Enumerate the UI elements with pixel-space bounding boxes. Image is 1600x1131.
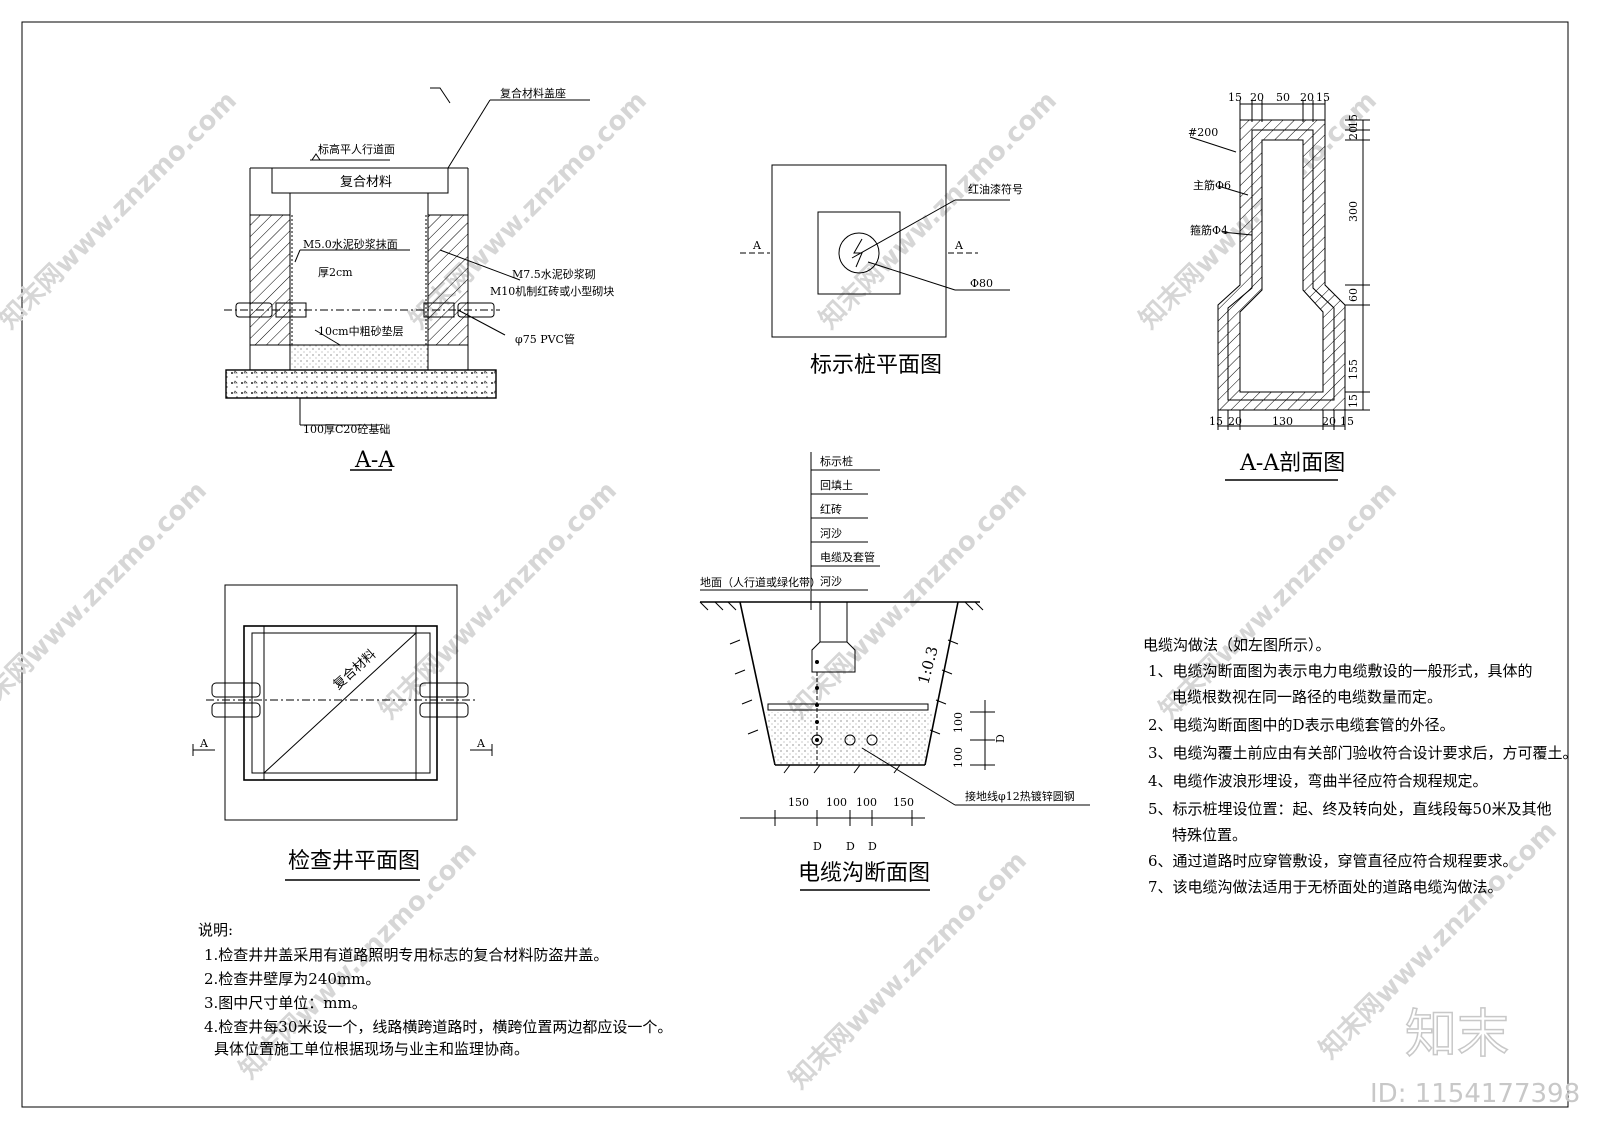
pile-section-title: A-A剖面图 bbox=[1239, 451, 1345, 476]
label-plaster: M5.0水泥砂浆抹面 bbox=[303, 237, 398, 251]
layer-label: 标示桩 bbox=[820, 454, 853, 468]
note-line: 6、通过道路时应穿管敷设，穿管直径应符合规程要求。 bbox=[1148, 852, 1518, 870]
note-line: 具体位置施工单位根据现场与业主和监理协商。 bbox=[214, 1040, 529, 1058]
label-diameter: Φ80 bbox=[970, 277, 993, 290]
pile-right-dim: 300 bbox=[1347, 201, 1360, 222]
label-cover-seat: 复合材料盖座 bbox=[500, 86, 566, 100]
watermark-text: 知末网www.znzmo.com bbox=[0, 86, 243, 335]
pile-top-dim: 20 bbox=[1250, 91, 1264, 104]
pile-bottom-dim: 20 bbox=[1228, 415, 1242, 428]
note-line: 4、电缆作波浪形埋设，弯曲半径应符合规程规定。 bbox=[1148, 772, 1488, 790]
trench-width-dim: 100 bbox=[826, 796, 847, 809]
label-mortar: M7.5水泥砂浆砌 bbox=[512, 267, 596, 281]
label-concrete-grade: #200 bbox=[1188, 126, 1218, 139]
trench-depth-dim: 100 bbox=[952, 747, 965, 768]
pile-right-dim: 15 bbox=[1347, 114, 1360, 128]
trench-width-dim: 100 bbox=[856, 796, 877, 809]
label-grade: 标高平人行道面 bbox=[318, 142, 395, 156]
layer-label: 红砖 bbox=[820, 502, 842, 516]
notes-bottom-heading: 说明: bbox=[198, 921, 233, 939]
pile-bottom-dim: 15 bbox=[1340, 415, 1354, 428]
note-line: 电缆根数视在同一路径的电缆数量而定。 bbox=[1172, 688, 1442, 706]
pile-top-dim: 50 bbox=[1276, 91, 1290, 104]
note-line: 1、电缆沟断面图为表示电力电缆敷设的一般形式，具体的 bbox=[1148, 662, 1533, 680]
cut-mark-right: A bbox=[954, 239, 964, 252]
label-brick: M10机制红砖或小型砌块 bbox=[490, 284, 614, 298]
well-plan-drawing bbox=[192, 584, 493, 881]
layer-label: 河沙 bbox=[820, 527, 842, 540]
label-cover: 复合材料 bbox=[340, 175, 392, 190]
layer-label: 电缆及套管 bbox=[820, 550, 875, 564]
section-aa-drawing bbox=[224, 87, 590, 471]
note-line: 3、电缆沟覆土前应由有关部门验收符合设计要求后，方可覆土。 bbox=[1148, 744, 1578, 762]
note-line: 4.检查井每30米设一个，线路横跨道路时，横跨位置两边都应设一个。 bbox=[204, 1018, 672, 1036]
pile-plan-title: 标示桩平面图 bbox=[810, 353, 942, 378]
note-line: 2.检查井壁厚为240mm。 bbox=[204, 970, 380, 988]
note-line: 7、该电缆沟做法适用于无桥面处的道路电缆沟做法。 bbox=[1148, 878, 1503, 896]
trench-width-dim: 150 bbox=[788, 796, 809, 809]
watermark-id: ID: 1154177398 bbox=[1370, 1079, 1580, 1109]
pile-plan-drawing bbox=[740, 164, 1010, 338]
d-label: D bbox=[846, 840, 855, 853]
trench-title: 电缆沟断面图 bbox=[798, 861, 930, 886]
label-sand-bed: 10cm中粗砂垫层 bbox=[318, 324, 404, 338]
watermark-logo: 知末 bbox=[1405, 1005, 1509, 1065]
label-pvc-pipe: φ75 PVC管 bbox=[515, 332, 575, 346]
label-main-bar: 主筋Φ6 bbox=[1193, 178, 1231, 192]
note-line: 2、电缆沟断面图中的D表示电缆套管的外径。 bbox=[1148, 716, 1455, 734]
slope-label: 1:0.3 bbox=[914, 644, 941, 686]
notes-right: 电缆沟做法（如左图所示）。 1、电缆沟断面图为表示电力电缆敷设的一般形式，具体的… bbox=[1143, 636, 1578, 896]
well-cover-label: 复合材料 bbox=[331, 647, 380, 693]
note-line: 1.检查井井盖采用有道路照明专用标志的复合材料防盗井盖。 bbox=[204, 946, 608, 964]
label-stirrup: 箍筋Φ4 bbox=[1190, 223, 1228, 237]
pile-right-dim: 60 bbox=[1347, 288, 1360, 302]
section-aa-title: A-A bbox=[354, 448, 395, 473]
d-label: D bbox=[868, 840, 877, 853]
layer-label: 回填土 bbox=[820, 478, 853, 492]
pile-top-dim: 15 bbox=[1316, 91, 1330, 104]
trench-depth-dim: D bbox=[994, 734, 1007, 743]
trench-width-dim: 150 bbox=[893, 796, 914, 809]
trench-drawing bbox=[699, 452, 1090, 891]
pile-right-dim: 20 bbox=[1347, 126, 1360, 140]
watermark-text: 知末网www.znzmo.com bbox=[374, 476, 623, 725]
notes-bottom: 说明: 1.检查井井盖采用有道路照明专用标志的复合材料防盗井盖。 2.检查井壁厚… bbox=[198, 921, 672, 1058]
note-line: 特殊位置。 bbox=[1172, 826, 1247, 844]
cut-mark-left: A bbox=[752, 239, 762, 252]
watermark-text: 知末网www.znzmo.com bbox=[814, 86, 1063, 335]
pile-bottom-dim: 130 bbox=[1272, 415, 1293, 428]
watermark-text: 知末网www.znzmo.com bbox=[0, 476, 213, 725]
pile-bottom-dim: 20 bbox=[1322, 415, 1336, 428]
pile-right-dim: 155 bbox=[1347, 359, 1360, 380]
ground-label: 地面（人行道或绿化带） bbox=[700, 575, 821, 589]
trench-depth-dim: 100 bbox=[952, 712, 965, 733]
well-cut-right: A bbox=[476, 737, 486, 750]
layer-label: 河沙 bbox=[820, 575, 842, 588]
well-cut-left: A bbox=[199, 737, 209, 750]
label-plaster-thickness: 厚2cm bbox=[318, 266, 353, 279]
d-label: D bbox=[813, 840, 822, 853]
sheet-border bbox=[21, 21, 1569, 1108]
note-line: 3.图中尺寸单位：mm。 bbox=[204, 994, 367, 1012]
pile-right-dim: 15 bbox=[1347, 394, 1360, 408]
label-red-paint: 红油漆符号 bbox=[968, 182, 1023, 196]
note-line: 5、标示桩埋设位置：起、终及转向处，直线段每50米及其他 bbox=[1148, 800, 1552, 818]
lightning-icon bbox=[853, 238, 863, 268]
ground-wire-label: 接地线φ12热镀锌圆钢 bbox=[965, 789, 1075, 803]
notes-right-heading: 电缆沟做法（如左图所示）。 bbox=[1143, 636, 1331, 654]
label-concrete-base: 100厚C20砼基础 bbox=[303, 423, 390, 436]
pile-section-drawing bbox=[1189, 100, 1370, 481]
pile-bottom-dim: 15 bbox=[1209, 415, 1223, 428]
well-plan-title: 检查井平面图 bbox=[288, 849, 420, 874]
pile-top-dim: 20 bbox=[1300, 91, 1314, 104]
pile-top-dim: 15 bbox=[1228, 91, 1242, 104]
